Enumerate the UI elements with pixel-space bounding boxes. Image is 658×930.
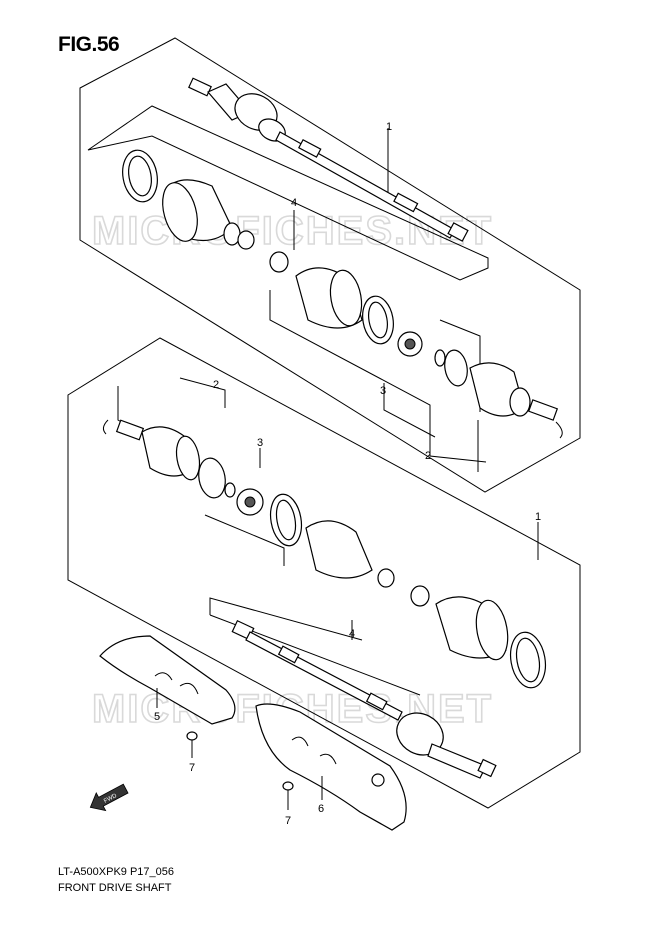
upper-inner-boot-group [269,251,468,387]
callout-upper-2: 2 [425,450,431,462]
guard-left [99,635,236,725]
callout-lower-4: 4 [349,628,355,640]
bolt-left [186,731,198,758]
lower-inner-joint-group [102,419,264,516]
figure-name: FRONT DRIVE SHAFT [58,882,172,894]
callout-upper-4: 4 [291,197,297,209]
lower-inner-boot-group [269,493,395,588]
callout-guard-5: 5 [154,711,160,723]
figure-code: LT-A500XPK9 P17_056 [58,866,174,878]
callout-bolt-7b: 7 [285,815,291,827]
callout-lower-1: 1 [535,511,541,523]
lower-outer-boot-group [410,585,547,689]
upper-assembly-frame [79,37,581,493]
callout-upper-3: 3 [380,385,386,397]
lower-drive-shaft [231,619,497,779]
upper-inner-joint [469,362,563,439]
bolt-right [282,781,294,810]
figure-title: FIG.56 [58,33,120,56]
callout-lower-2: 2 [213,379,219,391]
upper-outer-boot-group [122,149,255,250]
callout-bolt-7a: 7 [189,762,195,774]
guard-right [255,703,407,831]
upper-drive-shaft [188,77,469,242]
callout-lower-3: 3 [257,437,263,449]
callout-upper-1: 1 [386,121,392,133]
watermark-upper: MICROFICHES.NET [92,209,493,253]
fwd-arrow-icon: FWD [89,783,129,812]
callout-guard-6: 6 [318,803,324,815]
